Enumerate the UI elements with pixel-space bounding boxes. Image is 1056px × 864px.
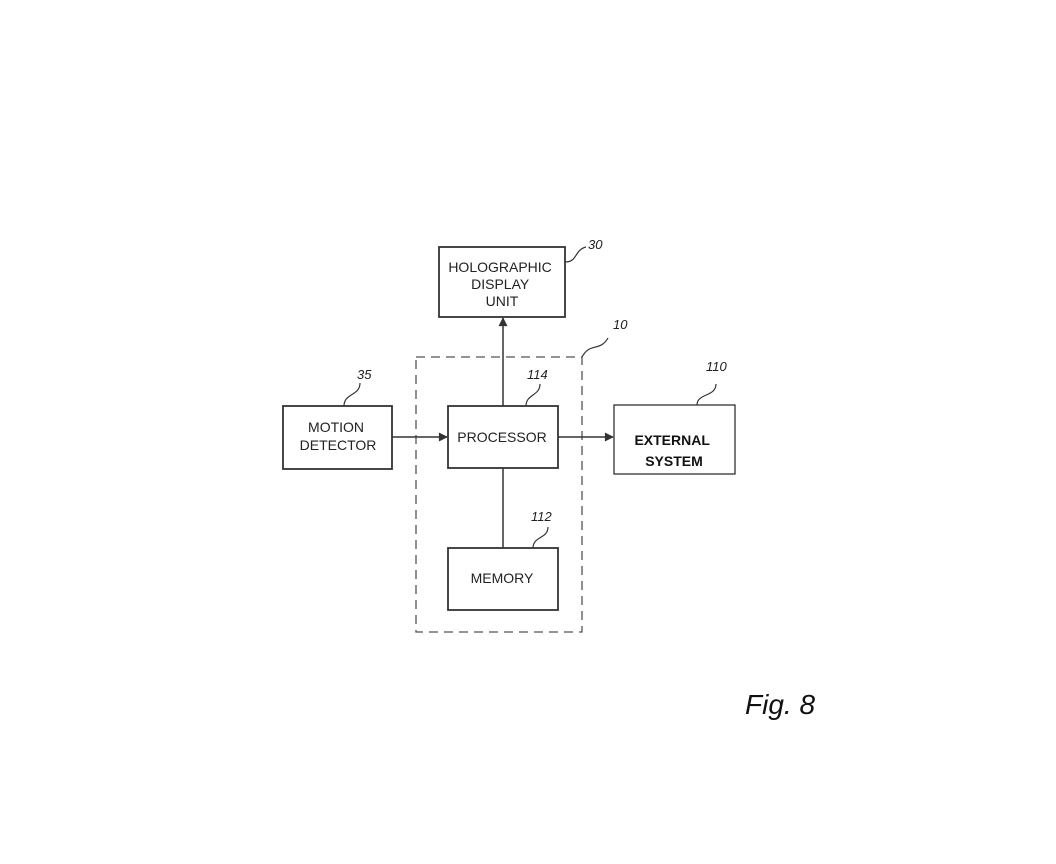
- processor-ref-leader: [525, 383, 541, 407]
- external-system-label: EXTERNAL SYSTEM: [634, 432, 713, 469]
- memory-ref-leader: [532, 526, 549, 549]
- system-ref: 10: [613, 317, 628, 332]
- processor-ref: 114: [527, 367, 548, 382]
- memory-label: MEMORY: [471, 570, 534, 586]
- motion-label-line-2: DETECTOR: [300, 437, 377, 453]
- holographic-label-line-3: UNIT: [486, 293, 519, 309]
- external-system-box: [613, 404, 736, 475]
- external-ref: 110: [706, 359, 727, 374]
- holographic-label-line-2: DISPLAY: [471, 276, 530, 292]
- holographic-ref-leader: [564, 246, 587, 263]
- holographic-display-unit-box: [438, 246, 566, 318]
- motion-detector-label: MOTION DETECTOR: [300, 419, 377, 453]
- system-boundary: [415, 356, 583, 633]
- motion-label-line-1: MOTION: [308, 419, 364, 435]
- holographic-ref: 30: [588, 237, 603, 252]
- processor-label: PROCESSOR: [457, 429, 546, 445]
- motion-ref: 35: [357, 367, 372, 382]
- holographic-label: HOLOGRAPHIC DISPLAY UNIT: [448, 259, 555, 309]
- external-label-line-1: EXTERNAL: [634, 432, 710, 448]
- memory-ref: 112: [531, 509, 552, 524]
- holographic-label-line-1: HOLOGRAPHIC: [448, 259, 551, 275]
- figure-label: Fig. 8: [745, 689, 815, 720]
- system-ref-leader: [581, 337, 609, 358]
- external-label-line-2: SYSTEM: [645, 453, 703, 469]
- external-ref-leader: [696, 383, 717, 406]
- motion-ref-leader: [343, 382, 361, 407]
